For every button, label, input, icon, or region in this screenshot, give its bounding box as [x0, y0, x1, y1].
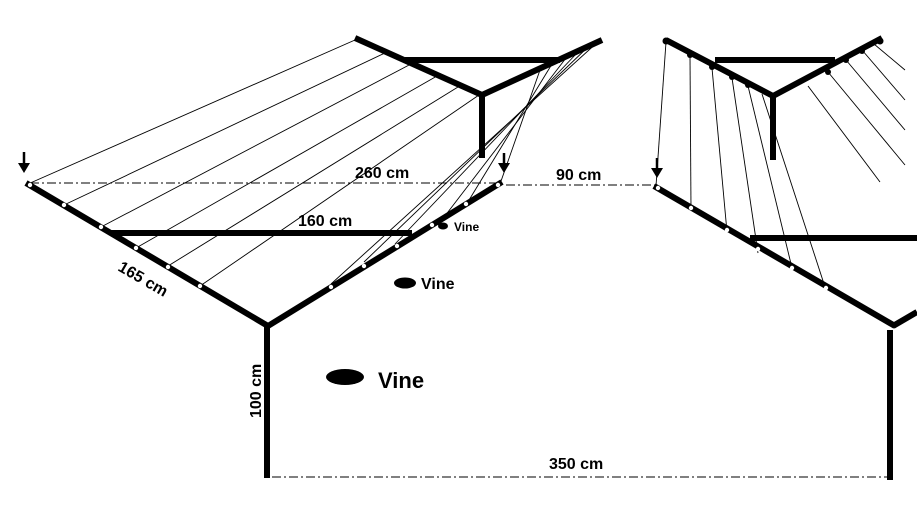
- vine-small-marker: [438, 222, 448, 230]
- vine-medium-marker: [394, 277, 416, 289]
- label-vine-medium: Vine: [421, 276, 455, 293]
- label-vine-small: Vine: [454, 220, 479, 234]
- right-wires: [655, 41, 906, 291]
- right-lower-left-arm-beam: [652, 183, 897, 329]
- upper-left-arm-beam: [353, 35, 484, 98]
- label-90cm: 90 cm: [556, 167, 601, 184]
- vine-large-marker: [326, 369, 364, 385]
- down-arrow-icon: [498, 153, 510, 173]
- right-pergola: [652, 35, 917, 480]
- right-upper-left-arm-beam: [664, 37, 775, 99]
- label-160cm: 160 cm: [298, 213, 352, 230]
- label-100cm: 100 cm: [248, 364, 265, 418]
- label-vine-large: Vine: [378, 368, 424, 393]
- left-pergola: [24, 35, 604, 478]
- label-260cm: 260 cm: [355, 165, 409, 182]
- left-lower-arm-beam: [24, 180, 270, 329]
- right-upper-right-arm-beam: [771, 35, 884, 99]
- right-lower-arm-beam: [266, 179, 504, 329]
- label-350cm: 350 cm: [549, 456, 603, 473]
- down-arrow-icon: [651, 158, 663, 178]
- right-lower-right-arm-beam: [891, 309, 917, 329]
- left-wires: [27, 39, 601, 287]
- upper-right-arm-beam: [480, 37, 604, 98]
- down-arrow-icon: [18, 152, 30, 173]
